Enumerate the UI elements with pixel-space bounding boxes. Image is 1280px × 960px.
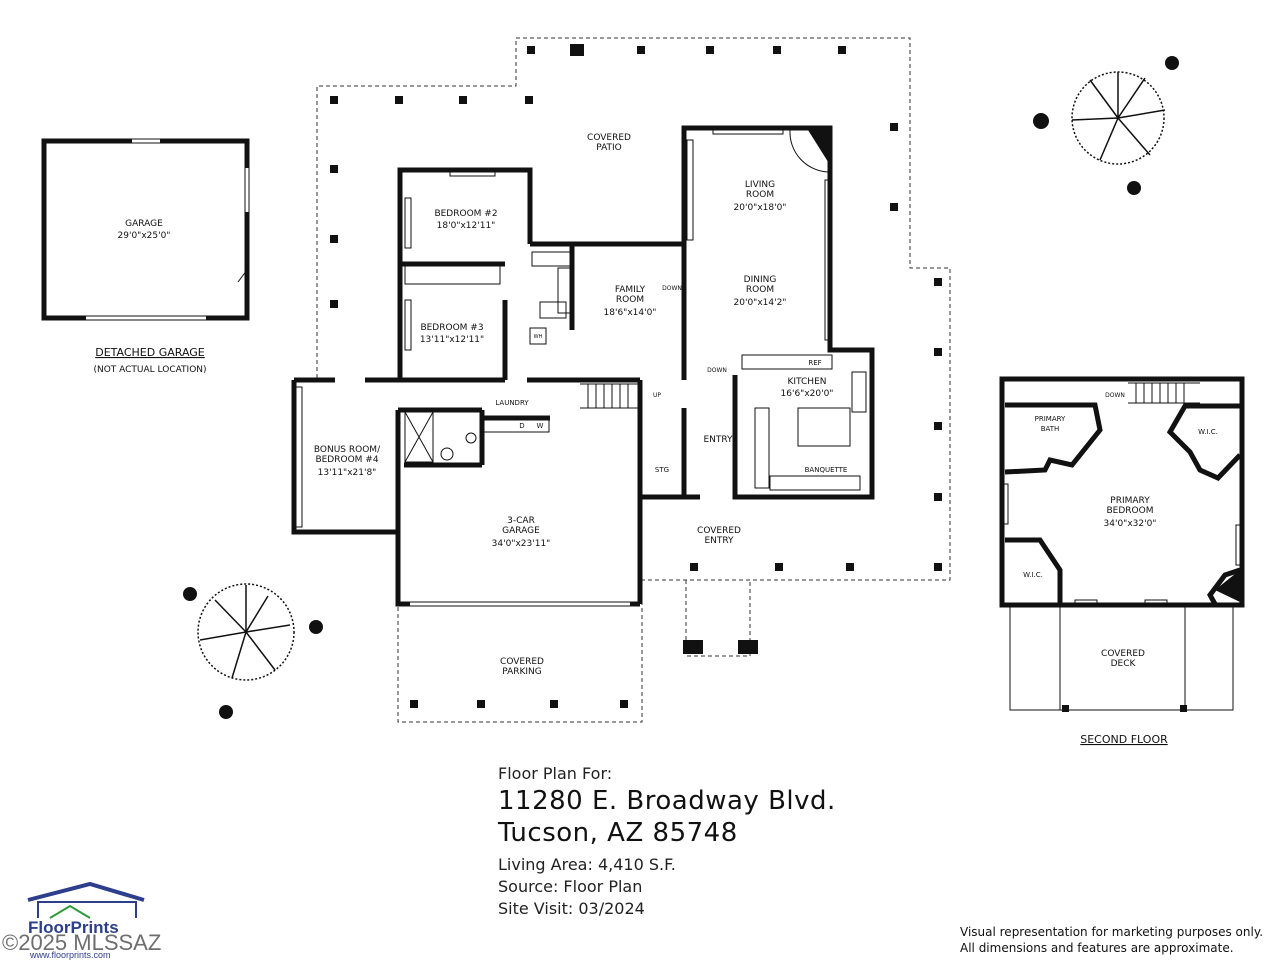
garage3-label-1: 3-CAR <box>507 516 535 526</box>
patio-columns <box>330 44 942 708</box>
stairs <box>580 383 640 409</box>
logo-wordmark: FloorPrints <box>28 918 119 937</box>
wic-label-2: W.I.C. <box>1023 571 1043 579</box>
living-room-label-1: LIVING <box>745 180 775 190</box>
primary-bath-label-2: BATH <box>1041 425 1060 433</box>
kitchen-label: KITCHEN <box>788 377 827 387</box>
family-room-dims: 18'6"x14'0" <box>604 308 657 318</box>
wic-label-1: W.I.C. <box>1198 428 1218 436</box>
detached-garage-dims: 29'0"x25'0" <box>118 231 171 241</box>
covered-parking-label-2: PARKING <box>502 667 542 677</box>
garage3-label-2: GARAGE <box>502 526 540 536</box>
interior-details <box>295 127 867 607</box>
floor-plan-for-label: Floor Plan For: <box>498 764 613 783</box>
bonus-room-dims: 13'11"x21'8" <box>318 468 377 478</box>
disclaimer-line-1: Visual representation for marketing purp… <box>960 925 1264 939</box>
tree-icon <box>197 71 1166 681</box>
ref-label: REF <box>808 359 821 367</box>
address-line-2: Tucson, AZ 85748 <box>498 818 738 848</box>
fireplace <box>808 130 830 165</box>
bedroom2-dims: 18'0"x12'11" <box>437 221 496 231</box>
down-label-1: DOWN <box>662 285 682 292</box>
down-label-2: DOWN <box>707 367 727 374</box>
second-floor-down-label: DOWN <box>1105 392 1125 399</box>
covered-patio-label-2: PATIO <box>596 143 622 153</box>
logo-url: www.floorprints.com <box>30 950 111 960</box>
garage3-dims: 34'0"x23'11" <box>492 539 551 549</box>
bedroom3-dims: 13'11"x12'11" <box>420 335 484 345</box>
covered-patio-outline <box>316 37 951 723</box>
shrub-icon <box>183 56 1179 719</box>
primary-bedroom-label-2: BEDROOM <box>1107 506 1154 516</box>
disclaimer-line-2: All dimensions and features are approxim… <box>960 941 1234 955</box>
dining-room-label-2: ROOM <box>746 285 774 295</box>
up-label: UP <box>653 392 661 399</box>
primary-bath-label-1: PRIMARY <box>1035 415 1066 423</box>
living-room-dims: 20'0"x18'0" <box>734 203 787 213</box>
address-line-1: 11280 E. Broadway Blvd. <box>498 786 836 816</box>
covered-patio-label-1: COVERED <box>587 133 631 143</box>
mls-watermark: ©2025 MLSSAZ <box>2 930 162 955</box>
deck-columns <box>1062 705 1187 712</box>
living-area: Living Area: 4,410 S.F. <box>498 855 676 874</box>
living-room-label-2: ROOM <box>746 190 774 200</box>
bedroom3-label: BEDROOM #3 <box>420 323 483 333</box>
detached-garage-caption: DETACHED GARAGE <box>95 346 205 359</box>
primary-bedroom-dims: 34'0"x32'0" <box>1104 519 1157 529</box>
bedroom2-label: BEDROOM #2 <box>434 209 497 219</box>
covered-entry-label-2: ENTRY <box>704 536 734 546</box>
dining-room-label-1: DINING <box>744 275 777 285</box>
family-room-label-1: FAMILY <box>615 285 646 295</box>
kitchen-dims: 16'6"x20'0" <box>781 389 834 399</box>
not-actual-location-note: (NOT ACTUAL LOCATION) <box>93 365 206 375</box>
second-floor-details <box>1001 382 1243 711</box>
primary-bedroom-label-1: PRIMARY <box>1110 496 1150 506</box>
second-floor-caption: SECOND FLOOR <box>1080 733 1168 746</box>
main-house-walls <box>291 125 875 607</box>
detached-garage-label: GARAGE <box>125 219 163 229</box>
washer-label: W <box>537 422 544 430</box>
dining-room-dims: 20'0"x14'2" <box>734 298 787 308</box>
floorprints-logo: FloorPrints ©2025 MLSSAZ www.floorprints… <box>2 880 170 960</box>
covered-deck-label-2: DECK <box>1111 659 1137 669</box>
house-roof-icon <box>27 881 145 919</box>
storage-label: STG <box>655 466 669 474</box>
second-floor-fireplace <box>1215 570 1240 602</box>
family-room-label-2: ROOM <box>616 295 644 305</box>
entry-label: ENTRY <box>703 435 733 445</box>
detached-garage <box>41 138 250 321</box>
covered-entry-label-1: COVERED <box>697 526 741 536</box>
water-heater-label: WH <box>534 334 543 340</box>
bonus-room-label-1: BONUS ROOM/ <box>314 445 381 455</box>
source: Source: Floor Plan <box>498 877 643 896</box>
bonus-room-label-2: BEDROOM #4 <box>315 455 378 465</box>
covered-deck-label-1: COVERED <box>1101 649 1145 659</box>
site-visit: Site Visit: 03/2024 <box>498 899 645 918</box>
dryer-label: D <box>519 422 524 430</box>
banquette-label: BANQUETTE <box>805 466 848 474</box>
covered-parking-label-1: COVERED <box>500 657 544 667</box>
laundry-label: LAUNDRY <box>495 399 529 407</box>
